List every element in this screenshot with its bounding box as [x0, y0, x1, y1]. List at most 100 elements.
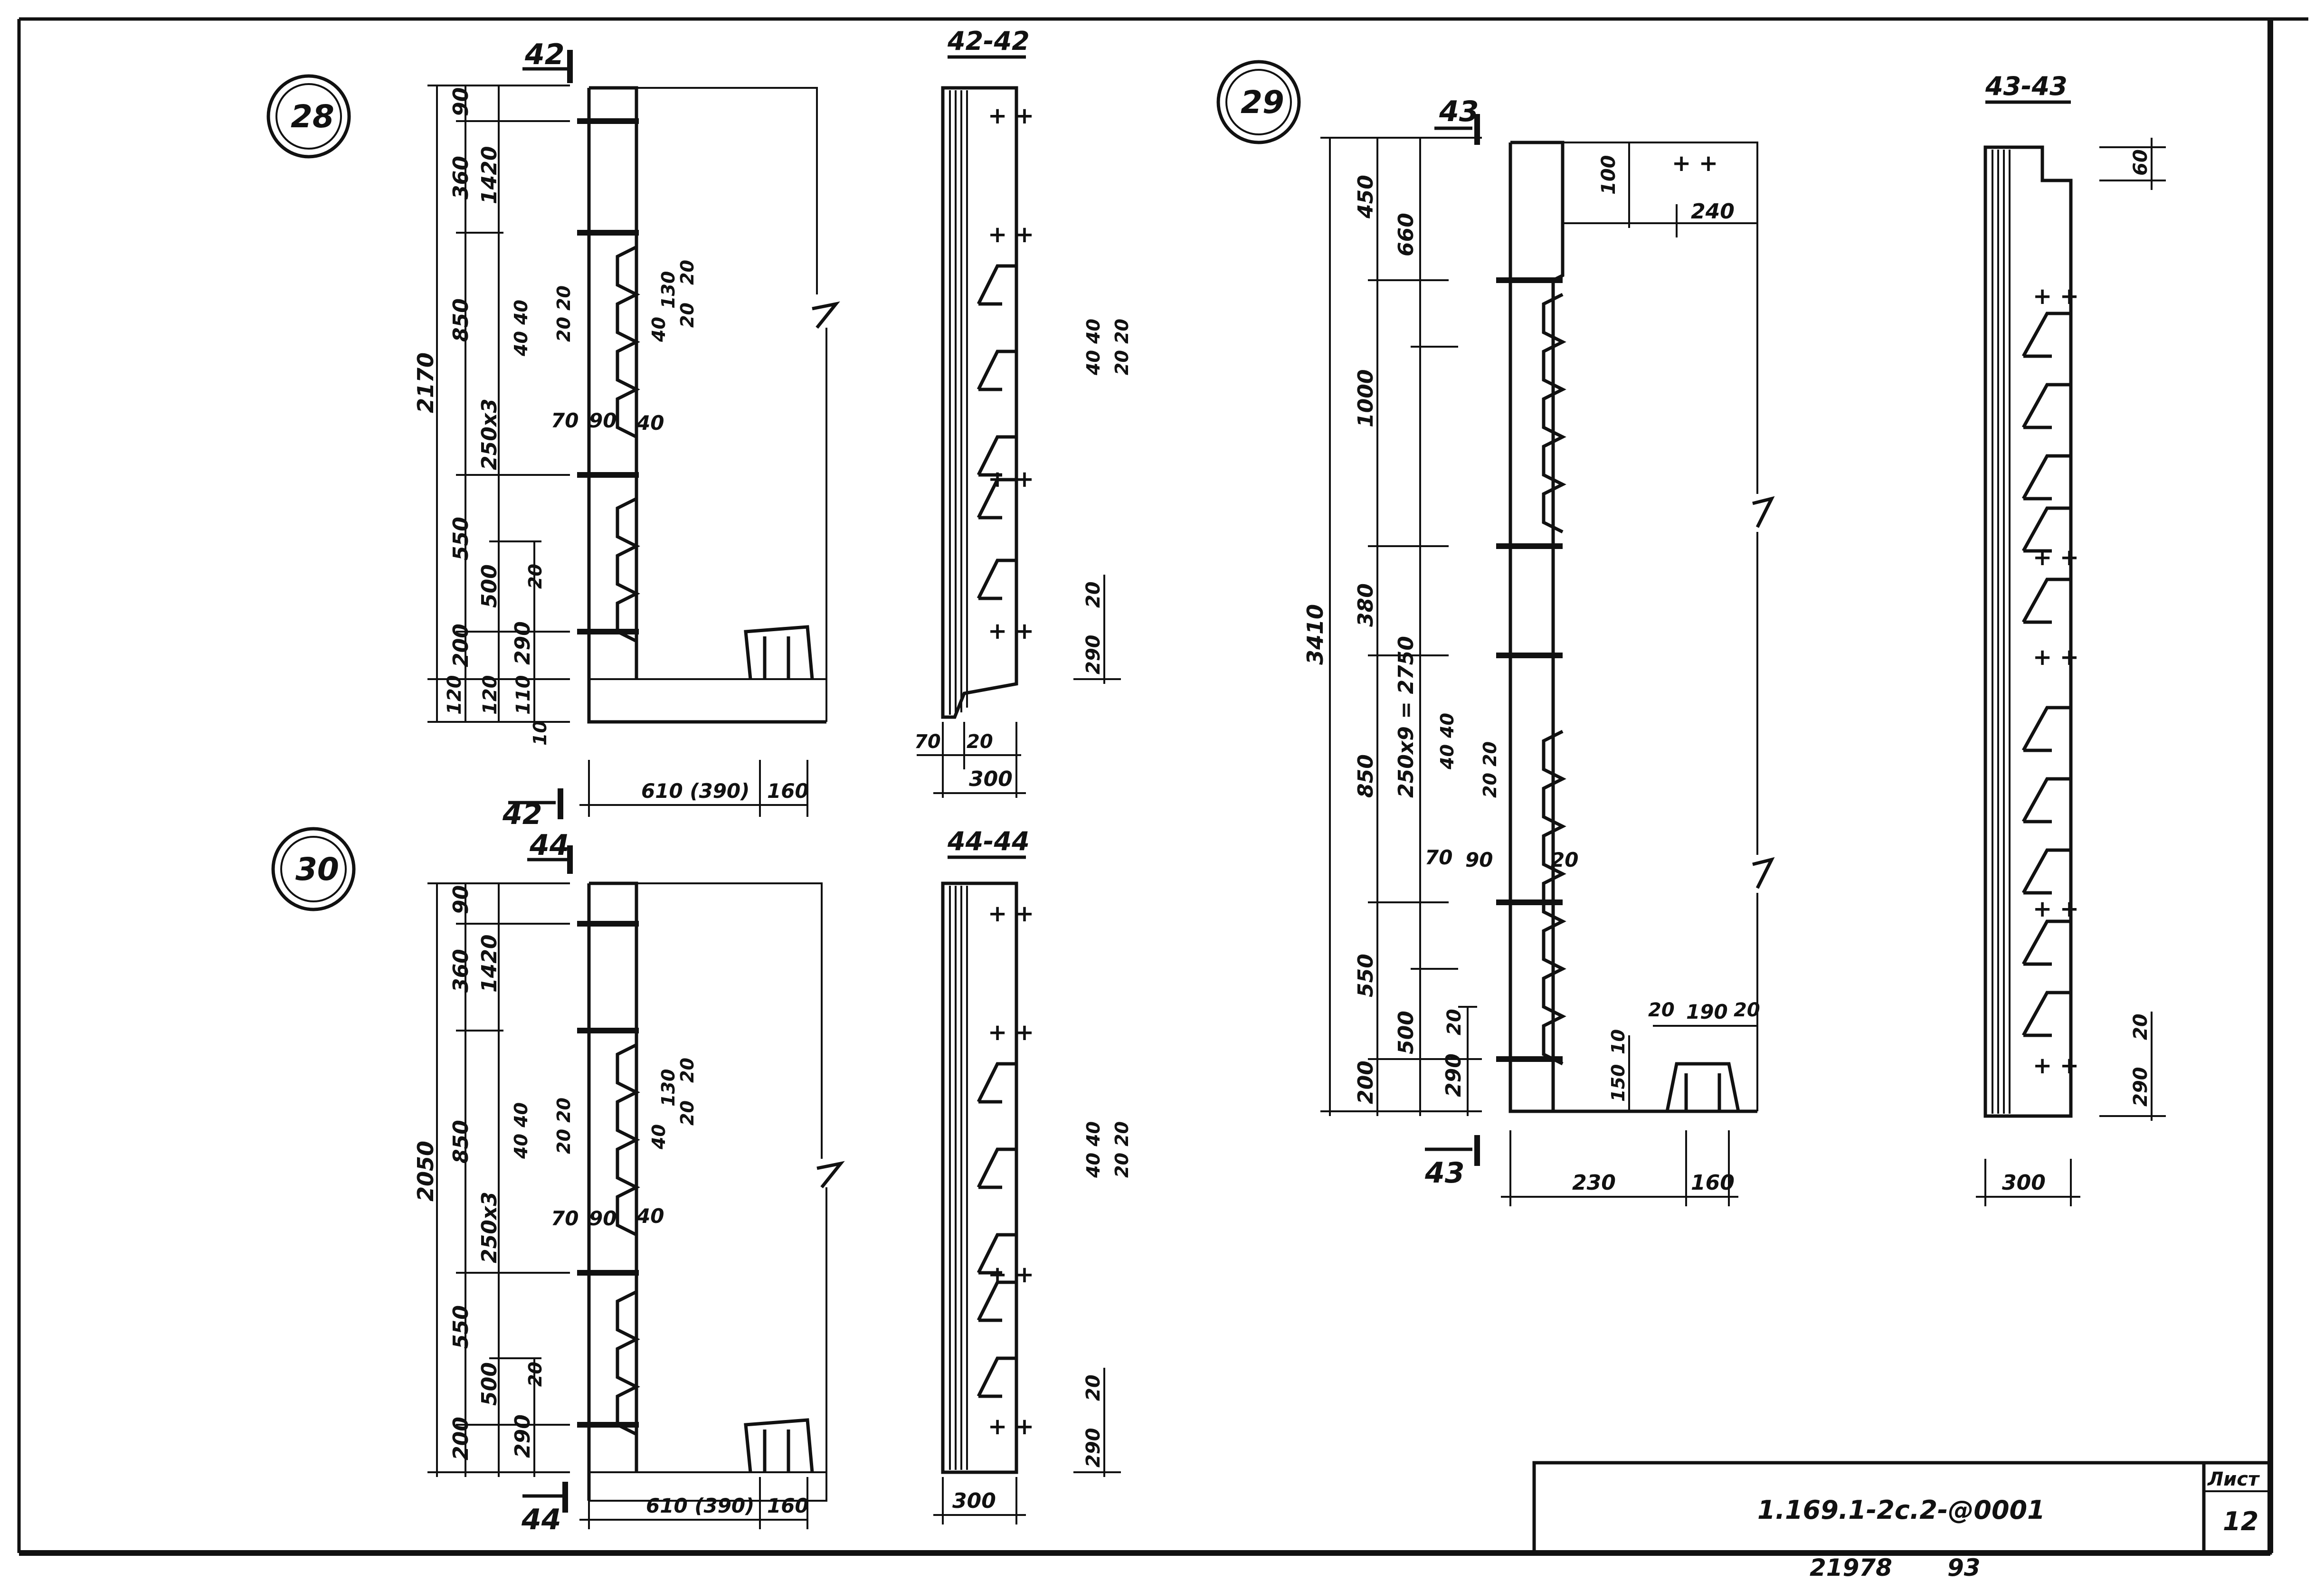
dim-20-sec: 20	[967, 731, 993, 753]
dim-20-sec-b: 20	[1082, 1374, 1104, 1401]
dim-160: 160	[767, 1494, 809, 1517]
dim-660: 660	[1394, 213, 1418, 256]
dim-40b: 40	[648, 317, 669, 342]
dim-160: 160	[767, 779, 809, 803]
dim-290: 290	[511, 621, 535, 665]
dim-850: 850	[449, 1120, 473, 1164]
dim-90b: 90	[589, 409, 617, 432]
dim-70: 70	[551, 1207, 579, 1230]
section-title-43-43: 43-43	[1985, 71, 2068, 101]
dim-20: 20	[1443, 1009, 1465, 1035]
dim-20-20-sec: 20 20	[1111, 319, 1132, 375]
dim-360: 360	[449, 949, 473, 993]
anchor-mark: + +	[1672, 150, 1718, 177]
dim-250x3: 250x3	[477, 398, 502, 470]
dim-40-40: 40 40	[511, 1102, 531, 1159]
dim-40-40: 40 40	[1437, 713, 1458, 770]
dim-20-20-sec: 20 20	[1111, 1121, 1132, 1178]
dim-120b: 120	[479, 675, 501, 715]
dim-290-sec: 290	[1082, 1428, 1104, 1468]
dim-20b: 20	[677, 303, 698, 328]
dim-550: 550	[449, 1305, 473, 1349]
dim-290-sec: 290	[1082, 635, 1104, 675]
dim-20b: 20	[677, 1100, 698, 1126]
dim-2050: 2050	[413, 1141, 438, 1202]
dim-20d: 20	[1734, 999, 1760, 1021]
title-block: 1.169.1-2с.2-@0001 Лист 12 21978 93	[1532, 1461, 2272, 1581]
sheet-number: 12	[2223, 1506, 2258, 1536]
anchor-mark: + +	[2033, 283, 2079, 310]
anchor-mark: + +	[988, 1261, 1034, 1288]
dim-90: 90	[449, 885, 473, 914]
dim-360: 360	[449, 156, 473, 199]
dim-20-sec: 20	[2130, 1013, 2152, 1040]
dim-610-390: 610 (390)	[646, 1494, 754, 1517]
dim-110: 110	[512, 675, 534, 715]
dim-10: 10	[1608, 1029, 1629, 1054]
dim-3410: 3410	[1302, 604, 1328, 665]
dim-150: 150	[1608, 1064, 1629, 1102]
anchor-mark: + +	[988, 466, 1034, 492]
section-tag-44-top: 44	[529, 829, 569, 862]
dim-290: 290	[1442, 1053, 1466, 1097]
dim-250x3: 250x3	[477, 1192, 502, 1263]
detail-30: 30 44 44 90 360 1420 850 2050 250x3	[271, 826, 1132, 1536]
dim-500: 500	[477, 564, 502, 608]
anchor-mark: + +	[2033, 1052, 2079, 1079]
dim-60: 60	[2130, 149, 2152, 176]
section-tag-43-top: 43	[1439, 95, 1479, 128]
dim-500: 500	[477, 1362, 502, 1406]
dim-2170: 2170	[413, 352, 438, 413]
dim-300-sec: 300	[952, 1489, 996, 1513]
anchor-mark: + +	[988, 1413, 1034, 1440]
dim-20c: 20	[1648, 999, 1675, 1021]
archive-year: 93	[1947, 1554, 1981, 1581]
dim-300-sec: 300	[969, 767, 1013, 791]
anchor-mark: + +	[2033, 896, 2079, 922]
dim-40: 40	[636, 1204, 664, 1228]
dim-130: 130	[658, 1069, 679, 1107]
marker-28: 28	[291, 98, 334, 135]
anchor-mark: + +	[2033, 544, 2079, 571]
dim-70: 70	[551, 409, 579, 432]
dim-610-390: 610 (390)	[641, 779, 749, 803]
dim-200: 200	[449, 1417, 473, 1460]
dim-40b: 40	[648, 1124, 669, 1150]
dim-550: 550	[1354, 954, 1378, 997]
sheet-frame	[17, 17, 2308, 1556]
dim-380: 380	[1354, 583, 1378, 627]
section-tag-44-bottom: 44	[521, 1503, 561, 1536]
dim-20a: 20	[677, 260, 698, 285]
section-tag-42-top: 42	[524, 38, 565, 71]
dim-450: 450	[1354, 175, 1378, 219]
dim-160: 160	[1691, 1171, 1735, 1195]
dim-1420: 1420	[477, 146, 502, 204]
dim-850: 850	[1354, 754, 1378, 798]
marker-29: 29	[1241, 84, 1284, 121]
section-title-44-44: 44-44	[947, 826, 1030, 856]
dim-20c: 20	[525, 564, 546, 589]
dim-200: 200	[449, 624, 473, 667]
dim-290-sec: 290	[2130, 1067, 2152, 1107]
dim-20-20: 20 20	[1480, 741, 1500, 798]
dim-120a: 120	[444, 675, 465, 715]
archive-number: 21978	[1810, 1554, 1892, 1581]
dim-850: 850	[449, 298, 473, 342]
dim-200: 200	[1354, 1060, 1378, 1104]
section-tag-43-bottom: 43	[1424, 1156, 1465, 1190]
detail-28: 28 42 42 90 360	[266, 26, 1132, 831]
dim-20b: 20	[1551, 848, 1578, 871]
dim-100: 100	[1598, 155, 1620, 195]
dim-130: 130	[658, 271, 679, 309]
dim-250x9-2750: 250x9 = 2750	[1394, 636, 1418, 798]
document-code: 1.169.1-2с.2-@0001	[1757, 1495, 2045, 1525]
dim-70-sec: 70	[914, 731, 941, 753]
anchor-mark: + +	[2033, 644, 2079, 671]
dim-190: 190	[1686, 1000, 1728, 1023]
dim-90: 90	[1465, 848, 1493, 871]
anchor-mark: + +	[988, 618, 1034, 644]
dim-20-20: 20 20	[553, 1098, 574, 1154]
dim-240: 240	[1691, 199, 1735, 224]
dim-40-40-sec: 40 40	[1083, 1121, 1104, 1178]
